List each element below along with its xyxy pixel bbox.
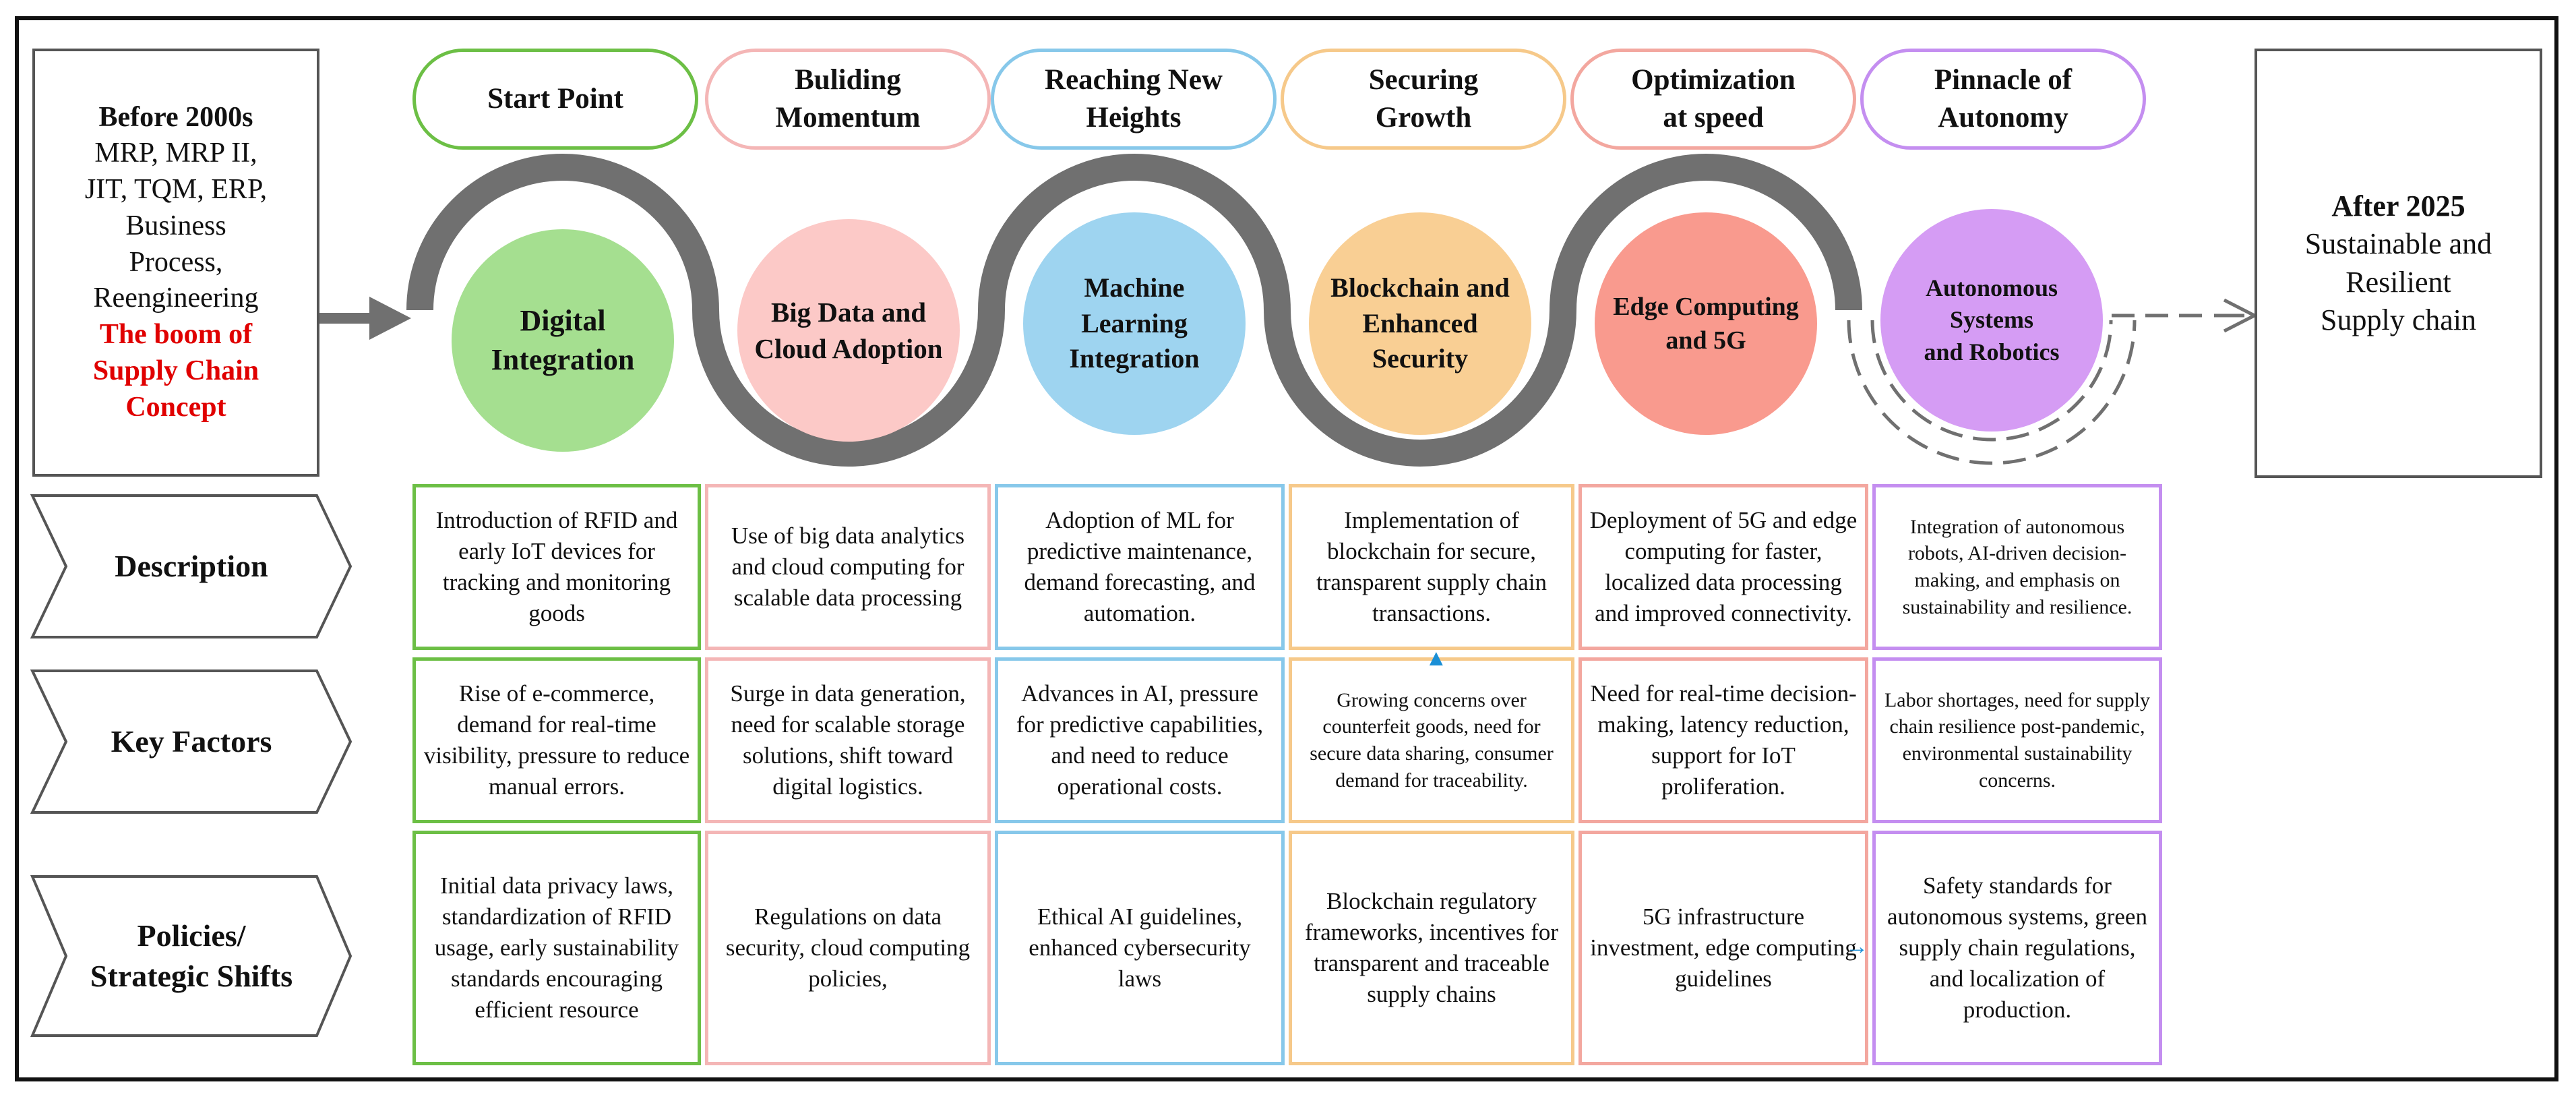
path-arc-future-outer xyxy=(1847,320,2137,465)
phase-pill-pinnacle-of-autonomy: Pinnacle of Autonomy xyxy=(1860,49,2146,150)
circle-autonomous-systems: Autonomous Systems and Robotics xyxy=(1880,209,2103,432)
before-2000s-heading: Before 2000s xyxy=(98,101,253,133)
policies-cell: Safety standards for autonomous systems,… xyxy=(1872,831,2162,1065)
after-2025-line: Sustainable and xyxy=(2304,227,2492,261)
description-cell: Use of big data analytics and cloud comp… xyxy=(705,484,991,650)
key-factors-cell: Growing concerns over counterfeit goods,… xyxy=(1289,657,1574,823)
circle-digital-integration: Digital Integration xyxy=(452,229,674,452)
small-right-arrow-icon: → xyxy=(1845,934,1868,959)
chevron-key-factors xyxy=(30,669,352,814)
after-2025-heading: After 2025 xyxy=(2331,189,2465,222)
phase-pill-start-point: Start Point xyxy=(412,49,698,150)
before-2000s-line: Business xyxy=(125,210,226,241)
description-cell: Deployment of 5G and edge computing for … xyxy=(1578,484,1868,650)
up-triangle-icon: ▲ xyxy=(1425,646,1448,671)
path-arc-3 xyxy=(978,154,1291,311)
description-cell: Adoption of ML for predictive maintenanc… xyxy=(995,484,1285,650)
circle-machine-learning: Machine Learning Integration xyxy=(1023,212,1246,435)
before-2000s-line: JIT, TQM, ERP, xyxy=(84,174,268,206)
circle-big-data-cloud: Big Data and Cloud Adoption xyxy=(737,219,960,442)
description-cell: Integration of autonomous robots, AI-dri… xyxy=(1872,484,2162,650)
path-arc-5 xyxy=(1550,154,1862,311)
before-2000s-line: Reengineering xyxy=(93,282,259,314)
policies-cell: Blockchain regulatory frameworks, incent… xyxy=(1289,831,1574,1065)
path-arc-4 xyxy=(1264,309,1576,467)
row-label-text: Description xyxy=(115,549,268,584)
after-2025-line: Resilient xyxy=(2345,265,2451,299)
row-label-text: Key Factors xyxy=(111,724,272,759)
figure-frame xyxy=(15,16,2558,1081)
policies-cell: Regulations on data security, cloud comp… xyxy=(705,831,991,1065)
path-arc-2 xyxy=(692,309,1005,467)
supply-chain-boom-line: Concept xyxy=(125,391,226,423)
path-arc-future-inner xyxy=(1870,320,2113,442)
phase-pill-building-momentum: Buliding Momentum xyxy=(705,49,991,150)
key-factors-cell: Surge in data generation, need for scala… xyxy=(705,657,991,823)
right-arrow-icon xyxy=(315,297,411,340)
circle-edge-computing-5g: Edge Computing and 5G xyxy=(1595,212,1817,435)
key-factors-cell: Rise of e-commerce, demand for real-time… xyxy=(412,657,701,823)
policies-cell: Ethical AI guidelines, enhanced cybersec… xyxy=(995,831,1285,1065)
policies-cell: Initial data privacy laws, standardizati… xyxy=(412,831,701,1065)
phase-pill-reaching-new-heights: Reaching New Heights xyxy=(991,49,1277,150)
policies-cell: 5G infrastructure investment, edge compu… xyxy=(1578,831,1868,1065)
before-2000s-line: Process, xyxy=(129,246,223,278)
path-arc-1 xyxy=(406,154,719,311)
key-factors-cell: Need for real-time decision-making, late… xyxy=(1578,657,1868,823)
before-2000s-box: Before 2000s MRP, MRP II, JIT, TQM, ERP,… xyxy=(32,49,319,477)
key-factors-cell: Labor shortages, need for supply chain r… xyxy=(1872,657,2162,823)
row-label-description: Description xyxy=(66,496,317,637)
before-2000s-line: MRP, MRP II, xyxy=(94,138,257,169)
row-label-key-factors: Key Factors xyxy=(66,671,317,812)
after-2025-line: Supply chain xyxy=(2321,303,2476,336)
supply-chain-boom-line: The boom of xyxy=(99,319,253,351)
description-cell: Implementation of blockchain for secure,… xyxy=(1289,484,1574,650)
circle-blockchain-security: Blockchain and Enhanced Security xyxy=(1309,212,1531,435)
row-label-policies: Policies/ Strategic Shifts xyxy=(66,876,317,1036)
after-2025-box: After 2025 Sustainable and Resilient Sup… xyxy=(2255,49,2542,478)
row-label-text: Policies/ Strategic Shifts xyxy=(90,918,293,993)
description-cell: Introduction of RFID and early IoT devic… xyxy=(412,484,701,650)
chevron-description xyxy=(30,494,352,638)
supply-chain-boom-line: Supply Chain xyxy=(92,355,259,386)
dashed-right-arrow-icon xyxy=(2214,298,2259,333)
phase-pill-securing-growth: Securing Growth xyxy=(1281,49,1566,150)
chevron-policies xyxy=(30,875,352,1037)
phase-pill-optimization-at-speed: Optimization at speed xyxy=(1570,49,1856,150)
key-factors-cell: Advances in AI, pressure for predictive … xyxy=(995,657,1285,823)
